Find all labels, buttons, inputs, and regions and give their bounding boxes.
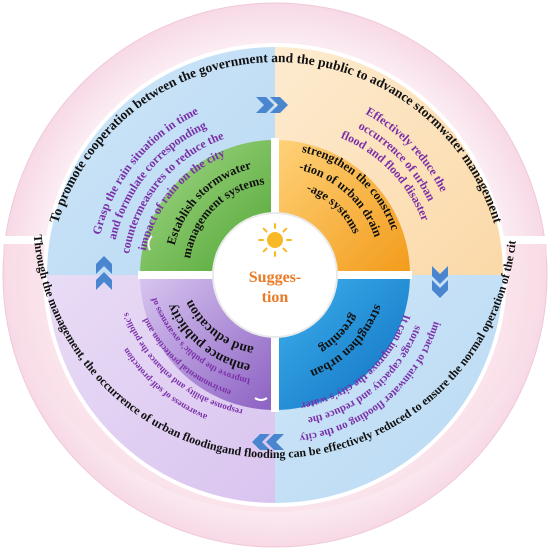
curve-arrow-top-left <box>147 235 153 251</box>
outer-divider-left <box>0 236 50 244</box>
center-label-line2: tion <box>262 289 289 306</box>
outer-divider-right <box>500 236 550 244</box>
curve-arrow-bottom-left <box>254 397 268 401</box>
middle-ring-border <box>43 43 507 507</box>
center-circle <box>212 212 338 338</box>
chevron-up-icon <box>96 256 112 290</box>
center-label-line1: Sugges- <box>249 269 301 286</box>
chevron-right-icon <box>256 97 288 113</box>
sun-icon <box>258 223 292 257</box>
chevron-left-icon <box>252 434 284 450</box>
chevron-down-icon <box>432 266 448 298</box>
